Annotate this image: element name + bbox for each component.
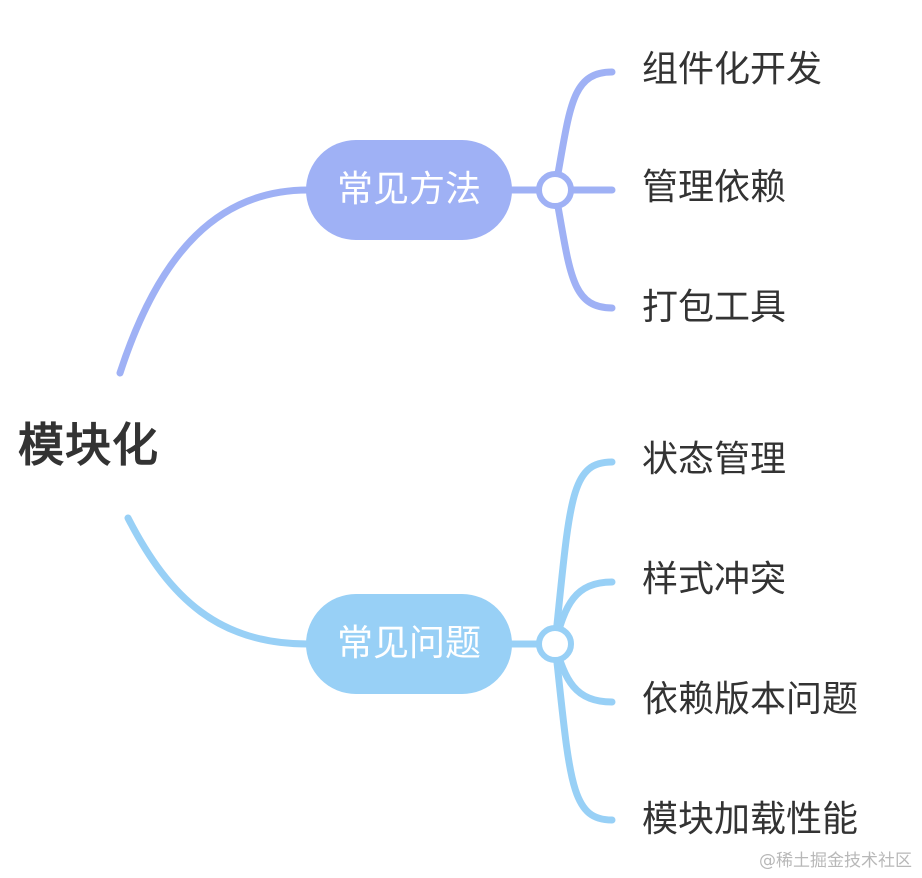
branch-topic-issues[interactable]: 常见问题 (306, 594, 512, 694)
leaf-topic-issues-1[interactable]: 状态管理 (642, 439, 787, 480)
connector-root-issues (124, 514, 312, 648)
connector-root-methods (116, 186, 312, 377)
leaf-topic-issues-4[interactable]: 模块加载性能 (642, 799, 859, 840)
connector-issues-leaf-4 (551, 640, 616, 824)
leaf-topic-methods-3[interactable]: 打包工具 (642, 287, 787, 328)
leaf-topic-methods-1[interactable]: 组件化开发 (642, 49, 823, 90)
root-topic[interactable]: 模块化 (18, 418, 159, 472)
leaf-topic-methods-2[interactable]: 管理依赖 (642, 167, 787, 208)
leaf-topic-issues-3[interactable]: 依赖版本问题 (642, 679, 859, 720)
branch-hub-issues[interactable] (536, 625, 574, 663)
watermark: @稀土掘金技术社区 (759, 851, 912, 871)
connector-methods-leaf-1 (551, 68, 616, 194)
branch-topic-methods[interactable]: 常见方法 (306, 140, 512, 240)
connector-issues-leaf-1 (551, 458, 616, 648)
connector-methods-leaf-3 (551, 186, 616, 312)
leaf-topic-issues-2[interactable]: 样式冲突 (642, 559, 787, 600)
branch-hub-methods[interactable] (536, 171, 574, 209)
